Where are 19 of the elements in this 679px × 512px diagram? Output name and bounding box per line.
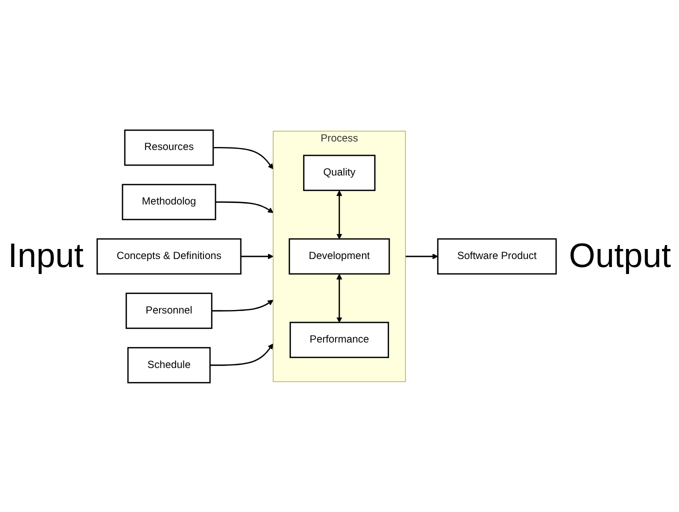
node-box: Personnel [125,292,212,328]
arrow [336,273,342,322]
section-label: Input [7,236,85,276]
arrow [212,146,274,169]
arrow [210,343,274,366]
node-box: Methodolog [121,184,216,220]
arrow [215,200,274,213]
arrow [240,253,274,259]
node-box: Software Product [436,238,556,274]
arrow [336,190,342,239]
node-box: Concepts & Definitions [96,238,242,274]
node-box: Quality [302,154,376,191]
node-box: Development [288,238,390,274]
arrow [405,253,438,259]
arrow [211,299,274,312]
node-box: Resources [124,129,214,166]
section-label: Output [568,236,672,276]
node-box: Schedule [126,346,210,383]
node-box: Performance [289,321,389,358]
